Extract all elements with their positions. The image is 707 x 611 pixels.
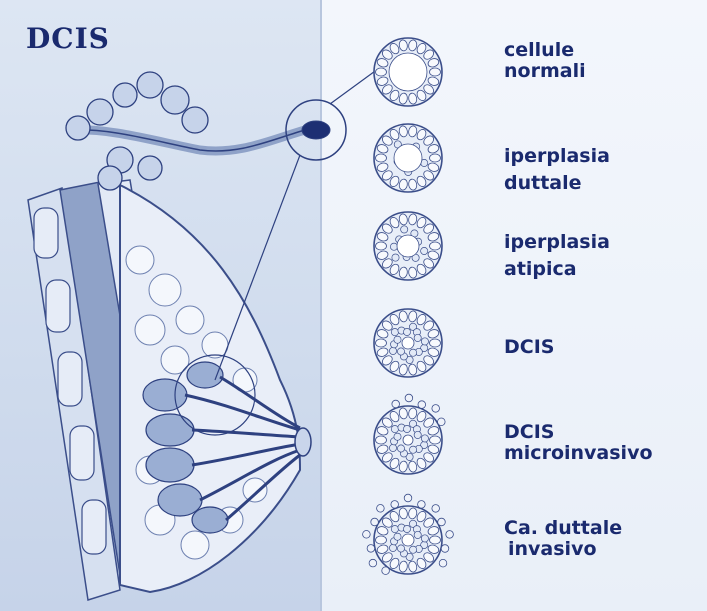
duct-lumen (397, 235, 419, 257)
invasive-cell (446, 531, 454, 539)
proliferating-cell (397, 348, 404, 355)
duct-lumen (394, 144, 422, 172)
invasive-cell (404, 494, 412, 502)
stage-label-dcis: DCIS (504, 337, 554, 358)
stage-label-ductal-hyperplasia: iperplasia duttale (504, 146, 610, 194)
proliferating-cell (397, 545, 404, 552)
invasive-cell (382, 567, 390, 575)
stage-label-line2: microinvasivo (504, 443, 653, 464)
stage-label-line2: duttale (504, 173, 610, 194)
stage-label-line1: iperplasia (504, 232, 610, 253)
duct-cell (430, 339, 441, 347)
proliferating-cell (421, 247, 428, 254)
duct-cell (376, 68, 387, 76)
invasive-cell (369, 559, 377, 567)
proliferating-cell (394, 433, 401, 440)
duct-cell (376, 154, 387, 162)
proliferating-cell (410, 446, 417, 453)
proliferating-cell (391, 426, 398, 433)
proliferating-cell (414, 431, 421, 438)
proliferating-cell (397, 445, 404, 452)
proliferating-cell (390, 243, 397, 250)
invasive-cell (392, 400, 400, 408)
duct-invasive-carcinoma (363, 494, 454, 574)
invasive-cell (438, 518, 446, 526)
proliferating-cell (403, 425, 410, 432)
proliferating-cell (401, 226, 408, 233)
diagram-title: DCIS (26, 22, 110, 55)
duct-cell (430, 536, 441, 544)
stage-label-line2: normali (504, 61, 586, 82)
invasive-cell (418, 501, 426, 509)
duct-dcis-microinvasive (374, 394, 445, 474)
invasive-cell (371, 518, 379, 526)
duct-cell (430, 154, 441, 162)
duct-cell (376, 339, 387, 347)
proliferating-cell (389, 544, 396, 551)
proliferating-cell (389, 444, 396, 451)
duct-cell (376, 242, 387, 250)
duct-dcis (374, 309, 442, 377)
duct-ductal-hyperplasia (374, 124, 442, 192)
proliferating-cell (414, 531, 421, 538)
stage-label-invasive-carcinoma: Ca. duttale invasivo (504, 518, 622, 560)
stage-label-line1: iperplasia (504, 146, 610, 167)
stage-label-line1: DCIS (504, 422, 653, 443)
duct-normal (374, 38, 442, 106)
duct-cell (430, 436, 441, 444)
invasive-cell (439, 559, 447, 567)
stage-label-line1: cellule (504, 40, 586, 61)
proliferating-cell (414, 334, 421, 341)
duct-lumen (402, 337, 414, 349)
proliferating-cell (421, 535, 428, 542)
invasive-cell (432, 405, 440, 413)
proliferating-cell (391, 526, 398, 533)
invasive-cell (391, 501, 399, 509)
invasive-cell (432, 505, 440, 513)
stage-label-line1: DCIS (504, 337, 554, 358)
duct-lumen (389, 53, 427, 91)
duct-cell (430, 68, 441, 76)
proliferating-cell (421, 338, 428, 345)
stage-label-dcis-microinvasive: DCIS microinvasivo (504, 422, 653, 464)
invasive-cell (367, 545, 375, 553)
proliferating-cell (394, 336, 401, 343)
stage-label-line2: atipica (504, 259, 610, 280)
invasive-cell (363, 531, 371, 539)
proliferating-cell (392, 254, 399, 261)
stage-label-atypical-hyperplasia: iperplasia atipica (504, 232, 610, 280)
proliferating-cell (394, 533, 401, 540)
stage-label-line1: Ca. duttale (504, 518, 622, 539)
duct-cell (376, 536, 387, 544)
invasive-cell (405, 394, 413, 402)
proliferating-cell (410, 349, 417, 356)
invasive-cell (377, 505, 385, 513)
invasive-cell (438, 418, 446, 426)
duct-cell (430, 242, 441, 250)
duct-cell (376, 436, 387, 444)
proliferating-cell (403, 328, 410, 335)
invasive-cell (418, 401, 426, 409)
stage-label-normal: cellule normali (504, 40, 586, 82)
duct-lumen (403, 435, 413, 445)
proliferating-cell (421, 435, 428, 442)
duct-lumen (402, 534, 414, 546)
duct-atypical-hyperplasia (374, 212, 442, 280)
proliferating-cell (403, 525, 410, 532)
proliferating-cell (391, 329, 398, 336)
proliferating-cell (410, 546, 417, 553)
stage-label-line2: invasivo (504, 539, 622, 560)
proliferating-cell (389, 347, 396, 354)
invasive-cell (441, 545, 449, 553)
